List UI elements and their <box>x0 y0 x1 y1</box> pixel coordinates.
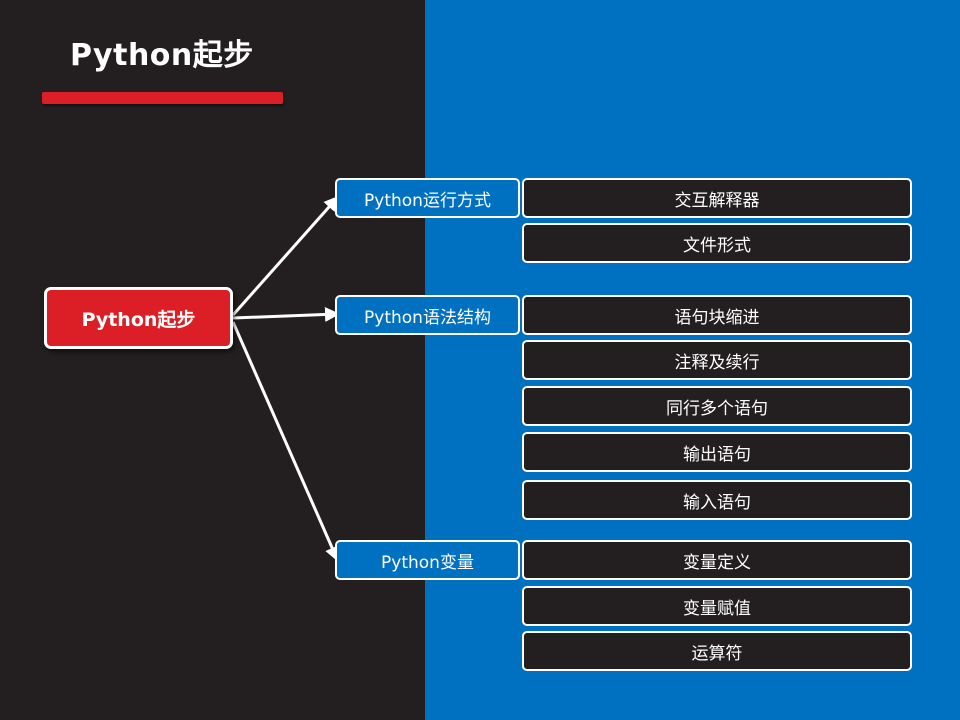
leaf-node-multiple-statements: 同行多个语句 <box>522 386 912 426</box>
branch-node-runtime: Python运行方式 <box>335 178 520 218</box>
leaf-node-variable-definition: 变量定义 <box>522 540 912 580</box>
leaf-node-file-form: 文件形式 <box>522 223 912 263</box>
slide-title: Python起步 <box>70 38 254 73</box>
branch-node-syntax: Python语法结构 <box>335 295 520 335</box>
leaf-node-interactive-interpreter: 交互解释器 <box>522 178 912 218</box>
left-background-panel <box>0 0 425 720</box>
leaf-node-comments-continuation: 注释及续行 <box>522 340 912 380</box>
branch-node-variables: Python变量 <box>335 540 520 580</box>
leaf-node-block-indent: 语句块缩进 <box>522 295 912 335</box>
leaf-node-input-statement: 输入语句 <box>522 480 912 520</box>
root-node: Python起步 <box>44 287 233 349</box>
leaf-node-operators: 运算符 <box>522 631 912 671</box>
title-underline-bar <box>42 92 283 104</box>
leaf-node-output-statement: 输出语句 <box>522 432 912 472</box>
leaf-node-variable-assignment: 变量赋值 <box>522 586 912 626</box>
